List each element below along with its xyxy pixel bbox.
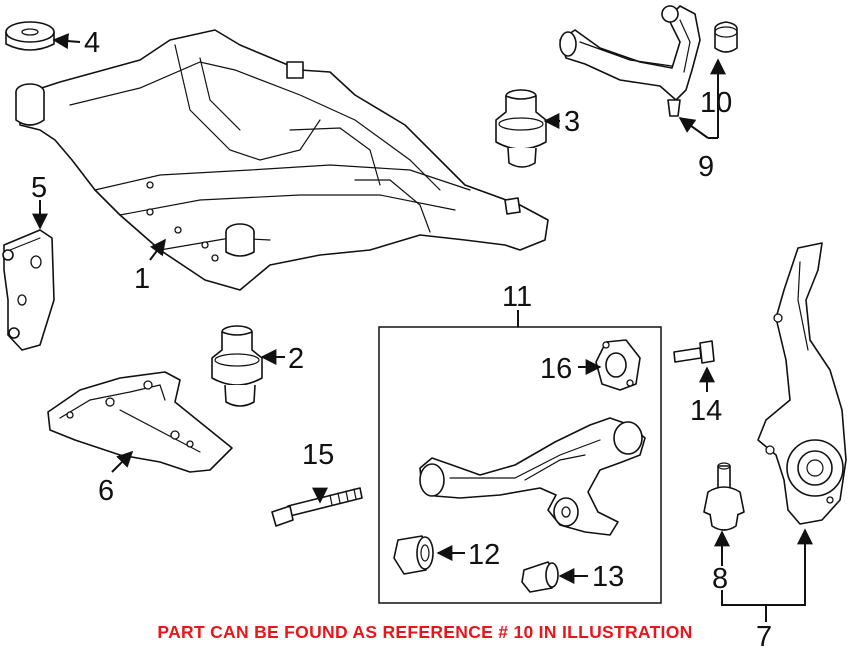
callout-6: 6 <box>98 475 114 507</box>
callout-labels: 1 2 3 4 5 6 7 8 9 10 11 12 13 14 15 16 <box>31 27 772 650</box>
callout-5: 5 <box>31 172 47 204</box>
ball-joint-part <box>703 462 745 531</box>
bracket-part <box>2 229 55 351</box>
arm-bushing-part <box>393 535 434 575</box>
callout-1: 1 <box>134 263 150 295</box>
upper-arm-bushing-part <box>714 21 738 53</box>
callout-2: 2 <box>288 343 304 375</box>
callout-16: 16 <box>540 353 572 385</box>
callout-7: 7 <box>756 621 772 650</box>
lower-control-arm-group-box <box>378 326 662 604</box>
footnote-text: PART CAN BE FOUND AS REFERENCE # 10 IN I… <box>157 622 693 642</box>
callout-13: 13 <box>592 561 624 593</box>
callout-11: 11 <box>502 281 532 313</box>
bolt-long-part <box>271 487 363 527</box>
callout-12: 12 <box>468 539 500 571</box>
arm-bushing-bracket-part <box>595 339 641 391</box>
steering-knuckle-part <box>757 242 847 525</box>
callout-9: 9 <box>698 151 714 183</box>
leader-lines <box>32 33 813 622</box>
cradle-bushing-part <box>211 325 263 407</box>
lower-control-arm-part <box>419 417 646 536</box>
washer-part <box>5 21 55 51</box>
callout-3: 3 <box>564 106 580 138</box>
callout-4: 4 <box>84 27 100 59</box>
subframe-part <box>15 29 549 291</box>
bolt-short-part <box>673 340 715 364</box>
callout-14: 14 <box>690 395 722 427</box>
arm-bushing-small-part <box>521 561 559 593</box>
cradle-bushing-upper-part <box>495 89 547 168</box>
callout-15: 15 <box>302 439 334 471</box>
upper-control-arm-part <box>559 5 701 117</box>
callout-10: 10 <box>700 87 732 119</box>
callout-8: 8 <box>712 563 728 595</box>
brace-plate-part <box>47 371 233 473</box>
